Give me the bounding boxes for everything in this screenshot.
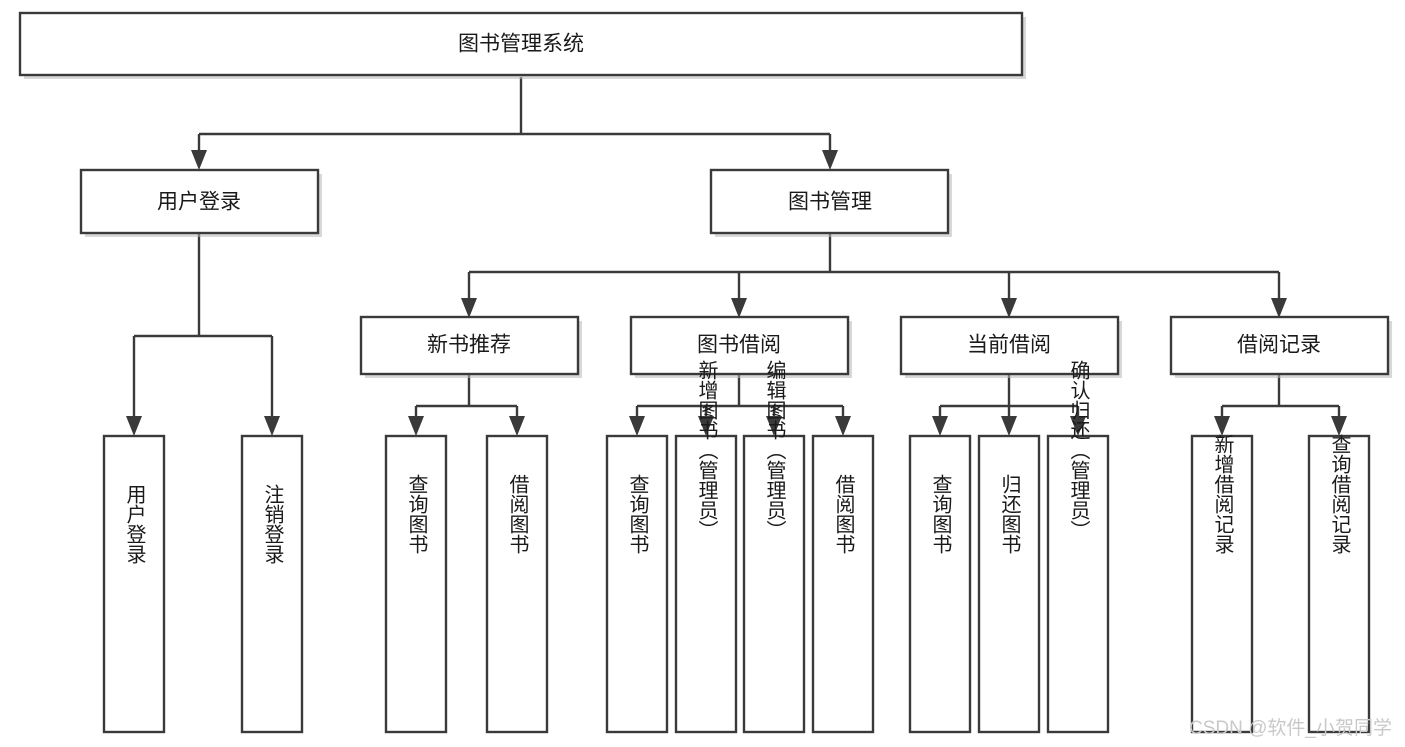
node-new-book-recommend-box[interactable] (359, 315, 580, 376)
leaf-borrow-query-book-label: 查询图书 (626, 474, 649, 554)
arrowhead-newbook-leaf2 (509, 416, 525, 436)
node-book-management[interactable]: 图书管理 (709, 168, 952, 237)
leaf-borrow-add-book-box[interactable] (674, 434, 738, 734)
leaf-current-return-book-box[interactable] (977, 434, 1041, 734)
node-user-login[interactable]: 用户登录 (79, 168, 322, 237)
node-user-login-box[interactable] (79, 168, 320, 235)
leaf-current-query-book-box[interactable] (908, 434, 972, 734)
leaf-logout[interactable]: 注销登录 (240, 434, 304, 734)
leaf-newbook-query-book[interactable]: 查询图书 (384, 434, 448, 734)
leaf-newbook-borrow-book[interactable]: 借阅图书 (485, 434, 549, 734)
arrowhead-currentborrow-leaf2 (1001, 416, 1017, 436)
leaf-record-add-box[interactable] (1190, 434, 1254, 734)
node-root-label: 图书管理系统 (458, 33, 584, 56)
arrowhead-bookborrow-leaf4 (835, 416, 851, 436)
leaf-borrow-edit-book-box[interactable] (742, 434, 806, 734)
leaf-borrow-edit-book-label: 编辑图书（管理员） (763, 360, 786, 540)
leaf-logout-label: 注销登录 (261, 484, 284, 564)
leaf-newbook-query-book-label: 查询图书 (405, 474, 428, 554)
leaf-current-query-book[interactable]: 查询图书 (908, 434, 972, 734)
arrowhead-current-borrow (1001, 298, 1017, 318)
leaf-current-confirm-return-label: 确认归还（管理员） (1067, 360, 1090, 540)
leaf-current-return-book-label: 归还图书 (998, 474, 1021, 554)
node-current-borrow-box[interactable] (899, 315, 1120, 376)
arrowhead-borrowrecord-leaf1 (1214, 416, 1230, 436)
leaf-newbook-query-book-box[interactable] (384, 434, 448, 734)
arrowhead-new-book (461, 298, 477, 318)
arrowhead-bookborrow-leaf1 (629, 416, 645, 436)
leaf-current-confirm-return-box[interactable] (1046, 434, 1110, 734)
arrowhead-borrow-record (1271, 298, 1287, 318)
node-borrow-record-box[interactable] (1169, 315, 1390, 376)
watermark: CSDN @软件_小贺同学 (1189, 717, 1392, 739)
node-book-borrow-label: 图书借阅 (697, 334, 781, 357)
leaf-borrow-add-book-label: 新增图书（管理员） (695, 360, 718, 540)
node-current-borrow-label: 当前借阅 (967, 334, 1051, 357)
node-root[interactable]: 图书管理系统 (18, 11, 1026, 79)
leaf-borrow-query-book-box[interactable] (605, 434, 669, 734)
arrowhead-book-mgmt (822, 150, 838, 170)
leaf-newbook-borrow-book-label: 借阅图书 (506, 474, 529, 554)
connector-layer (126, 77, 1347, 436)
leaf-record-query-label: 查询借阅记录 (1328, 434, 1351, 554)
node-root-box[interactable] (18, 11, 1024, 77)
node-new-book-recommend[interactable]: 新书推荐 (359, 315, 582, 378)
arrowhead-currentborrow-leaf3 (1070, 416, 1086, 436)
leaf-record-add[interactable]: 新增借阅记录 (1190, 434, 1254, 734)
node-book-borrow-box[interactable] (629, 315, 850, 376)
node-user-login-label: 用户登录 (157, 191, 241, 214)
arrowhead-user-login (191, 150, 207, 170)
leaf-user-login-label: 用户登录 (123, 484, 146, 564)
leaf-borrow-add-book[interactable]: 新增图书（管理员） (674, 360, 738, 734)
node-book-management-box[interactable] (709, 168, 950, 235)
node-current-borrow[interactable]: 当前借阅 (899, 315, 1122, 378)
leaf-newbook-borrow-book-box[interactable] (485, 434, 549, 734)
node-new-book-recommend-label: 新书推荐 (427, 334, 511, 357)
leaf-borrow-edit-book[interactable]: 编辑图书（管理员） (742, 360, 806, 734)
leaf-borrow-borrow-book-label: 借阅图书 (832, 474, 855, 554)
arrowhead-bookborrow-leaf2 (698, 416, 714, 436)
leaf-record-query[interactable]: 查询借阅记录 (1307, 434, 1371, 734)
arrowhead-leaf-user-login (126, 416, 142, 436)
node-book-management-label: 图书管理 (788, 191, 872, 214)
leaf-borrow-borrow-book[interactable]: 借阅图书 (811, 434, 875, 734)
arrowhead-leaf-logout (264, 416, 280, 436)
node-book-borrow[interactable]: 图书借阅 (629, 315, 852, 378)
leaf-logout-box[interactable] (240, 434, 304, 734)
leaf-record-add-label: 新增借阅记录 (1211, 434, 1234, 554)
leaf-current-confirm-return[interactable]: 确认归还（管理员） (1046, 360, 1110, 734)
arrowhead-newbook-leaf1 (408, 416, 424, 436)
node-borrow-record-label: 借阅记录 (1237, 334, 1321, 357)
leaf-user-login[interactable]: 用户登录 (102, 434, 166, 734)
arrowhead-borrowrecord-leaf2 (1331, 416, 1347, 436)
arrowhead-currentborrow-leaf1 (932, 416, 948, 436)
leaf-current-query-book-label: 查询图书 (929, 474, 952, 554)
arrowhead-book-borrow (731, 298, 747, 318)
leaf-record-query-box[interactable] (1307, 434, 1371, 734)
leaf-user-login-box[interactable] (102, 434, 166, 734)
node-borrow-record[interactable]: 借阅记录 (1169, 315, 1392, 378)
leaf-current-return-book[interactable]: 归还图书 (977, 434, 1041, 734)
leaf-borrow-query-book[interactable]: 查询图书 (605, 434, 669, 734)
leaf-borrow-borrow-book-box[interactable] (811, 434, 875, 734)
arrowhead-bookborrow-leaf3 (766, 416, 782, 436)
